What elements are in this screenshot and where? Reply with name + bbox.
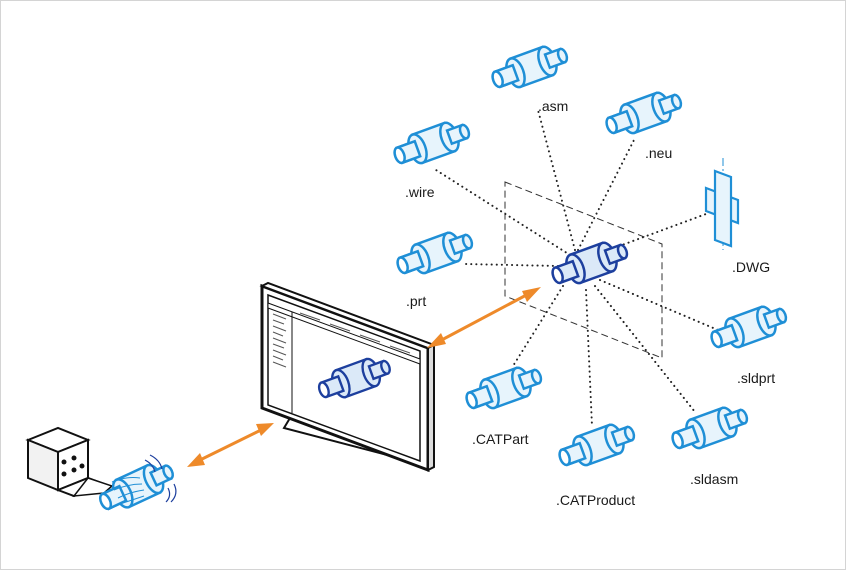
format-neu: .neu	[601, 84, 687, 161]
format-label: .CATProduct	[556, 492, 635, 508]
format-label: .sldasm	[690, 471, 738, 487]
cylinder-part-icon	[554, 416, 640, 475]
format-catpart: .CATPart	[461, 359, 547, 447]
cylinder-part-icon	[389, 114, 475, 173]
format-label: .CATPart	[472, 431, 529, 447]
format-dwg: .DWG	[704, 158, 770, 275]
drawing-sheet-icon	[704, 158, 740, 250]
format-sldasm: .sldasm	[667, 399, 753, 487]
format-asm: .asm	[487, 38, 573, 114]
data-exchange-arrow-lower	[187, 423, 274, 467]
cylinder-part-icon	[461, 359, 547, 418]
data-exchange-arrow-upper	[427, 287, 541, 348]
format-label: .neu	[645, 145, 672, 161]
cylinder-part-icon	[487, 38, 573, 97]
format-label: .sldprt	[737, 370, 775, 386]
cylinder-part-icon	[667, 399, 753, 458]
neutral-cad-model-icon	[547, 234, 633, 293]
format-sldprt: .sldprt	[706, 298, 792, 386]
format-label: .DWG	[732, 259, 770, 275]
cylinder-part-icon	[601, 84, 687, 143]
cylinder-part-icon	[392, 224, 478, 283]
machined-part-icon	[93, 454, 180, 519]
cad-viewer-monitor-icon	[259, 281, 437, 473]
format-prt: .prt	[392, 224, 478, 309]
format-label: .prt	[406, 293, 426, 309]
projection-plane	[504, 181, 663, 359]
format-wire: .wire	[389, 114, 475, 200]
cnc-machine-icon	[25, 426, 114, 498]
format-label: .wire	[405, 184, 435, 200]
cylinder-part-icon	[706, 298, 792, 357]
format-label: .asm	[538, 98, 568, 114]
format-catproduct: .CATProduct	[554, 416, 640, 508]
